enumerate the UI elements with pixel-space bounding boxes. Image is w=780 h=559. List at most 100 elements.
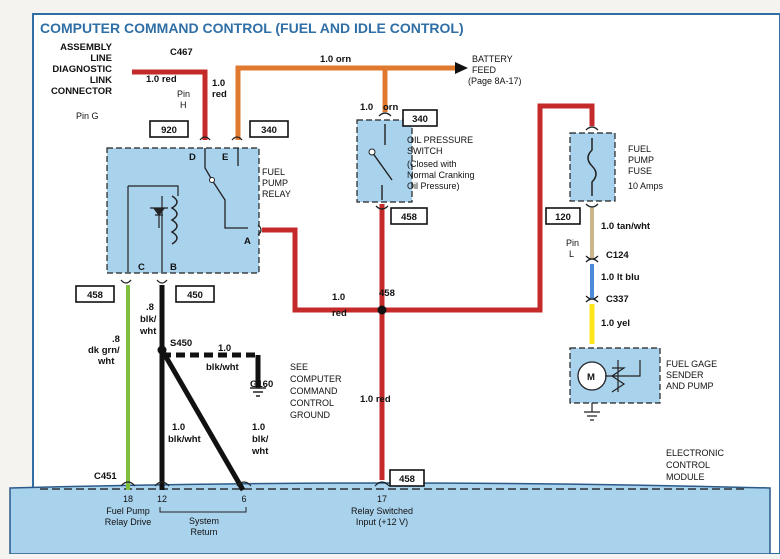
- pin-l-1: Pin: [566, 238, 579, 248]
- wire-label-blk-relay-2: blk/: [140, 314, 157, 325]
- ecm-return-label-1: System: [189, 516, 219, 526]
- circuit-box-450: [175, 285, 215, 303]
- battery-feed-page: (Page 8A-17): [468, 76, 522, 86]
- c124-connector-symbol: [585, 255, 599, 263]
- circuit-458b: 458: [87, 290, 103, 301]
- wire-label-red-1: 1.0: [212, 78, 225, 89]
- pump-motor-label: M: [587, 372, 595, 383]
- connector-c451: C451: [94, 471, 117, 482]
- red-wire-aldl: [132, 69, 208, 140]
- relay-label-3: RELAY: [262, 189, 291, 199]
- oil-switch-note-1: (Closed with: [407, 159, 457, 169]
- wire-label-grn-2: dk grn/: [88, 345, 120, 356]
- wire-label-aldl-red: 1.0 red: [146, 74, 177, 85]
- splice-s450-label: S450: [170, 338, 192, 349]
- wire-label-blk-b-2: blk/: [252, 434, 269, 445]
- splice-s450: [157, 345, 167, 355]
- diagram-title: COMPUTER COMMAND CONTROL (FUEL AND IDLE …: [40, 20, 464, 36]
- circuit-458c: 458: [399, 474, 415, 485]
- wire-label-blk-horiz-2: blk/wht: [206, 362, 240, 373]
- circuit-340b: 340: [412, 114, 428, 125]
- circuit-box-340a: [249, 120, 289, 138]
- splice-458-label: 458: [379, 288, 395, 299]
- pump-ground-symbol: [584, 403, 600, 421]
- aldl-pin-g: Pin G: [76, 111, 99, 121]
- ecm-label-3: MODULE: [666, 472, 705, 482]
- ecm-drive-label-1: Fuel Pump: [106, 506, 150, 516]
- wire-label-orn-switch-1: 1.0: [360, 102, 373, 113]
- circuit-458a: 458: [401, 212, 417, 223]
- red-wire-relay-a: [262, 227, 382, 313]
- oil-switch-note-3: Oil Pressure): [407, 181, 460, 191]
- relay-contacts: [204, 148, 239, 212]
- circuit-920: 920: [161, 125, 177, 136]
- splice-458: [377, 305, 387, 315]
- oil-switch-connectors: [375, 112, 392, 210]
- g160-label: G160: [250, 379, 273, 390]
- wire-label-blk-a-1: 1.0: [172, 422, 185, 433]
- circuit-box-120: [545, 207, 581, 225]
- ecm-connectors: [120, 481, 390, 487]
- pump-label-2: SENDER: [666, 370, 704, 380]
- ecm-switched-label-2: Input (+12 V): [356, 517, 408, 527]
- wire-label-blk-horiz-1: 1.0: [218, 343, 231, 354]
- circuit-box-458c: [389, 469, 425, 487]
- relay-pin-a: A: [244, 236, 251, 247]
- fuse-element: [587, 138, 597, 196]
- pin-l-2: L: [569, 249, 574, 259]
- wire-label-orn-switch-2: orn: [383, 102, 399, 113]
- wire-label-grn-3: wht: [97, 356, 115, 367]
- oil-switch-label-1: OIL PRESSURE: [407, 135, 473, 145]
- pump-label-3: AND PUMP: [666, 381, 714, 391]
- pump-label-1: FUEL GAGE: [666, 359, 717, 369]
- ecm-pin-18: 18: [123, 494, 133, 504]
- wire-label-blk-relay-1: .8: [146, 302, 154, 313]
- circuit-box-458a: [390, 207, 428, 225]
- wire-label-orn: 1.0 orn: [320, 54, 351, 65]
- aldl-label-5: CONNECTOR: [51, 86, 112, 97]
- circuit-340a: 340: [261, 125, 277, 136]
- ecm-drive-label-2: Relay Drive: [105, 517, 152, 527]
- system-return-bracket: [159, 507, 247, 513]
- circuit-450: 450: [187, 290, 203, 301]
- relay-pin-e: E: [222, 152, 228, 163]
- aldl-label-3: DIAGNOSTIC: [52, 64, 112, 75]
- relay-pin-c: C: [138, 262, 145, 273]
- see-note-2: COMPUTER: [290, 374, 342, 384]
- wire-label-red-down: 1.0 red: [360, 394, 391, 405]
- ecm-body: [9, 482, 771, 555]
- wire-label-red-mid-1: 1.0: [332, 292, 345, 303]
- see-note-3: COMMAND: [290, 386, 338, 396]
- ecm-label-1: ELECTRONIC: [666, 448, 725, 458]
- wire-label-yel: 1.0 yel: [601, 318, 630, 329]
- oil-pressure-switch: [356, 119, 413, 203]
- relay-label-2: PUMP: [262, 178, 288, 188]
- wire-label-blk-b-1: 1.0: [252, 422, 265, 433]
- connector-c124: C124: [606, 250, 629, 261]
- aldl-label-2: LINE: [90, 53, 112, 64]
- black-wire-return: [159, 348, 246, 492]
- wire-label-grn-1: .8: [112, 334, 120, 345]
- g160-ground-symbol: [250, 387, 266, 397]
- relay-output-line: [224, 212, 248, 229]
- relay-pin-b: B: [170, 262, 177, 273]
- diagram-frame: [32, 13, 780, 555]
- wire-label-blk-relay-3: wht: [139, 326, 157, 337]
- relay-coil-wiring: [127, 185, 179, 272]
- aldl-label-4: LINK: [90, 75, 112, 86]
- aldl-label-1: ASSEMBLY: [60, 42, 113, 53]
- ecm-pin-6: 6: [241, 494, 246, 504]
- connector-c337: C337: [606, 294, 629, 305]
- ecm-label-2: CONTROL: [666, 460, 710, 470]
- relay-contact-point: [209, 177, 215, 183]
- ecm-pin-12: 12: [157, 494, 167, 504]
- circuit-120: 120: [555, 212, 571, 223]
- relay-connectors: [120, 136, 262, 284]
- oil-switch-label-2: SWITCH: [407, 146, 443, 156]
- fuse-connectors: [585, 126, 599, 208]
- circuit-box-458b: [75, 285, 115, 303]
- wire-label-red-2: red: [212, 89, 227, 100]
- see-note-5: GROUND: [290, 410, 330, 420]
